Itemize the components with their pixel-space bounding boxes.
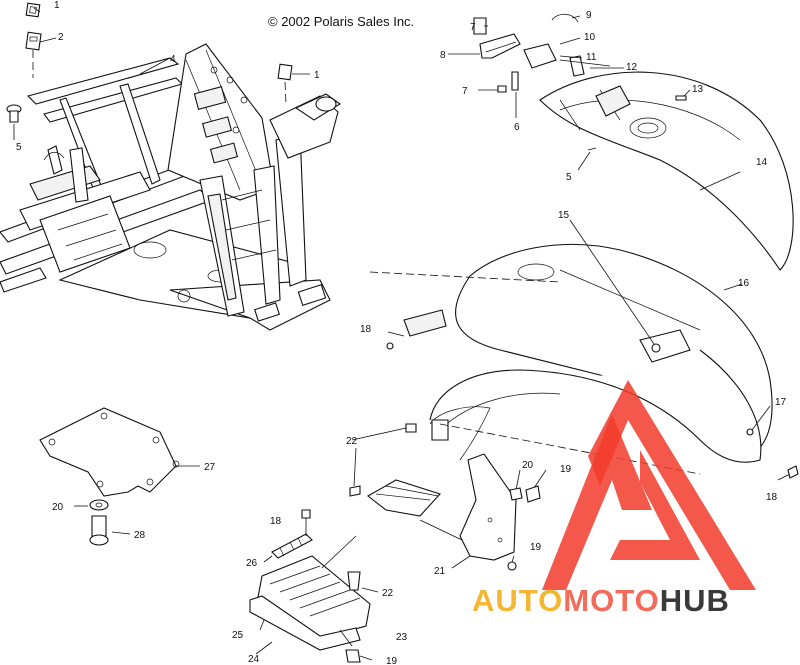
callout-11: 11 [586,52,597,63]
callout-26: 26 [246,558,258,569]
callout-1b: 1 [314,70,320,81]
bracket-26 [271,533,313,559]
bolt-22-lower [347,571,361,591]
frame-assembly [0,43,341,331]
callout-labels: 1 2 4 1 5 7 9 8 10 11 12 7 6 13 5 14 15 … [16,0,787,665]
callout-21: 21 [434,566,446,577]
footrest-bracket [349,479,441,517]
callout-18a: 18 [360,324,372,335]
callout-19c: 19 [386,656,398,665]
callout-5a: 5 [16,142,22,153]
copyright-notice: © 2002 Polaris Sales Inc. [268,14,415,29]
footboard-bar-25 [249,595,361,651]
rear-fender-hardware [473,13,687,151]
callout-8: 8 [440,50,446,61]
callout-5b: 5 [566,172,572,183]
callout-28: 28 [134,530,146,541]
watermark-auto: AUTO [472,583,564,618]
watermark-logo [542,380,756,590]
callout-12: 12 [626,62,638,73]
callout-2: 2 [58,32,64,43]
callout-23: 23 [396,632,408,643]
part-1-decal-top [25,2,41,18]
callout-13: 13 [692,84,704,95]
callout-10: 10 [584,32,596,43]
part-1-decal-frame [277,63,293,81]
bolt-28 [89,515,109,546]
callout-14: 14 [756,157,768,168]
callout-19a: 19 [560,464,572,475]
part-5-bolt-left [6,104,22,123]
callout-25: 25 [232,630,244,641]
callout-4: 4 [170,54,176,65]
callout-20a: 20 [522,460,534,471]
front-fender-16 [403,244,773,463]
callout-7b: 7 [462,86,468,97]
skid-plate-27 [39,407,180,497]
watermark-moto: MOTO [563,583,660,618]
part-2-decal [25,31,42,51]
callout-20b: 20 [52,502,64,513]
callout-9: 9 [586,10,592,21]
callout-16: 16 [738,278,750,289]
callout-18b: 18 [766,492,778,503]
mud-flap-21 [459,453,517,561]
watermark-text: AUTOMOTOHUB [472,583,730,619]
callout-27: 27 [204,462,216,473]
callout-6: 6 [514,122,520,133]
watermark-hub: HUB [659,583,730,618]
callout-19b: 19 [530,542,542,553]
callout-15: 15 [558,210,570,221]
callout-7a: 7 [470,22,476,33]
footboard-23 [255,555,371,641]
callout-1a: 1 [54,0,60,11]
washer-20 [89,499,109,511]
callout-24: 24 [248,654,260,665]
callout-18c: 18 [270,516,282,527]
callout-22b: 22 [382,588,394,599]
callout-17: 17 [775,397,787,408]
callout-22a: 22 [346,436,358,447]
rear-fender-14 [539,71,794,271]
